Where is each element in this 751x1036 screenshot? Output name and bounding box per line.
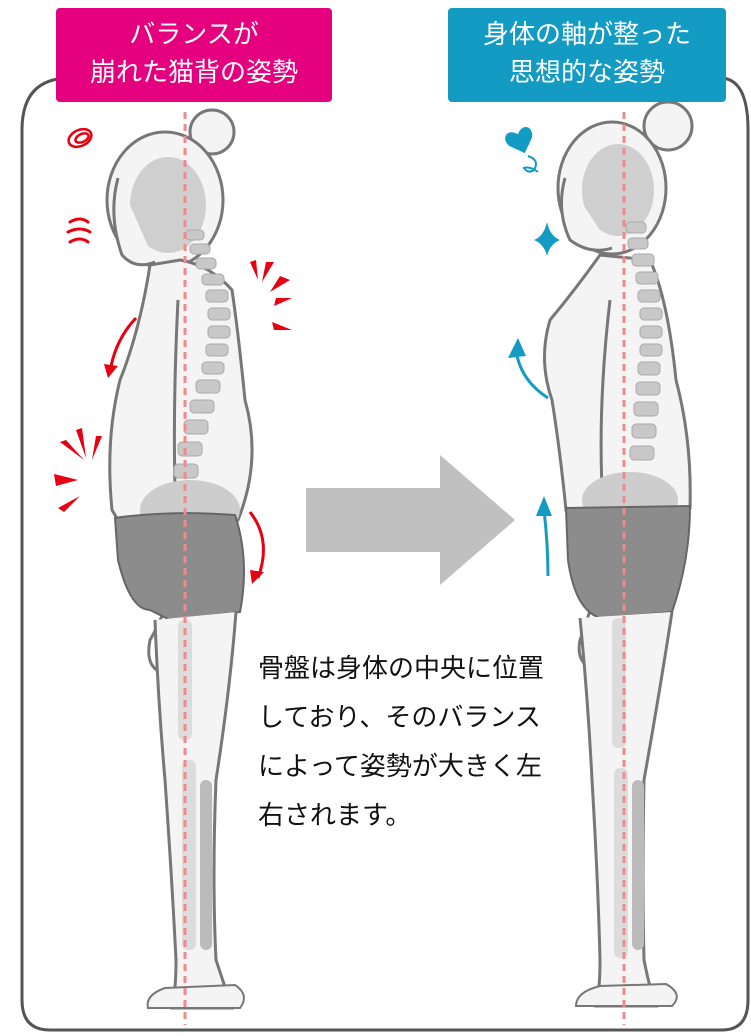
bad-posture-label-line-2: 崩れた猫背の姿勢 [56, 54, 332, 92]
sigh-icon [68, 219, 90, 242]
good-posture-label-line-2: 思想的な姿勢 [448, 54, 726, 92]
caption-line-2: しており、そのバランス [258, 694, 558, 743]
caption-line-3: によって姿勢が大きく左 [258, 743, 558, 792]
caption-line-1: 骨盤は身体の中央に位置 [258, 645, 558, 694]
bad-posture-label: バランスが 崩れた猫背の姿勢 [56, 8, 332, 102]
sparkle-icon [534, 222, 560, 256]
upright-figure [544, 102, 692, 1006]
right-arrow-icon [306, 455, 515, 585]
heart-icon [503, 125, 538, 172]
dizzy-swirl-icon [66, 126, 95, 151]
bad-posture-label-line-1: バランスが [56, 16, 332, 54]
good-posture-label-line-1: 身体の軸が整った [448, 16, 726, 54]
pelvis-caption: 骨盤は身体の中央に位置 しており、そのバランス によって姿勢が大きく左 右されま… [258, 645, 558, 841]
good-posture-label: 身体の軸が整った 思想的な姿勢 [448, 8, 726, 102]
caption-line-4: 右されます。 [258, 792, 558, 841]
slouched-figure [107, 110, 252, 1008]
